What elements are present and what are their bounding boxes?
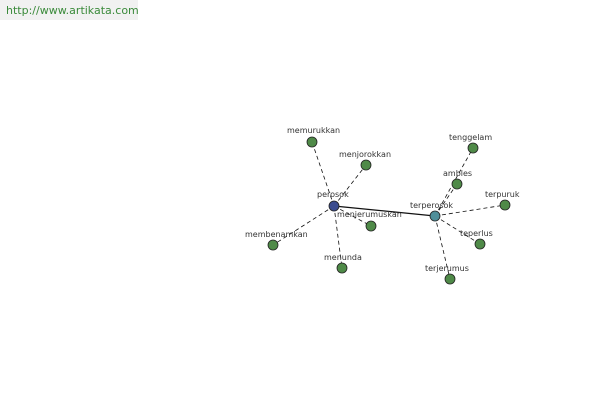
node-label-teperlus: teperlus — [460, 229, 493, 238]
node-terpuruk[interactable]: terpuruk — [485, 190, 520, 211]
node-label-menunda: menunda — [324, 253, 362, 262]
node-perosok[interactable]: perosok — [317, 190, 349, 212]
edge-terperosok-terjerumus — [434, 215, 451, 280]
edge-terperosok-ambles — [434, 183, 458, 217]
edge-perosok-memurukkan — [311, 141, 335, 207]
node-memurukkan[interactable]: memurukkan — [287, 126, 340, 148]
node-teperlus[interactable]: teperlus — [460, 229, 493, 250]
source-bar: http://www.artikata.com — [0, 0, 139, 20]
node-ambles[interactable]: ambles — [443, 169, 472, 190]
node-terjerumus[interactable]: terjerumus — [425, 264, 469, 285]
edge-perosok-menunda — [333, 205, 343, 269]
node-marker-menjorokkan[interactable] — [360, 159, 372, 171]
source-url-link[interactable]: http://www.artikata.com — [6, 4, 139, 17]
node-marker-memurukkan[interactable] — [306, 136, 318, 148]
edge-perosok-menjerumuskan — [333, 205, 372, 227]
node-label-terpuruk: terpuruk — [485, 190, 520, 199]
node-marker-menunda[interactable] — [336, 262, 348, 274]
node-tenggelam[interactable]: tenggelam — [449, 133, 492, 154]
edge-perosok-menjorokkan — [333, 164, 367, 207]
node-label-menjerumuskan: menjerumuskan — [337, 210, 402, 219]
node-label-memurukkan: memurukkan — [287, 126, 340, 135]
node-label-membenamkan: membenamkan — [245, 230, 308, 239]
node-label-terjerumus: terjerumus — [425, 264, 469, 273]
node-label-tenggelam: tenggelam — [449, 133, 492, 142]
node-marker-terjerumus[interactable] — [444, 273, 456, 285]
node-marker-perosok[interactable] — [328, 200, 340, 212]
edge-perosok-terperosok — [333, 205, 436, 217]
node-menjerumuskan[interactable]: menjerumuskan — [337, 210, 402, 232]
edge-terperosok-teperlus — [434, 215, 481, 245]
edges-layer — [272, 141, 506, 280]
node-label-perosok: perosok — [317, 190, 349, 199]
node-marker-ambles[interactable] — [451, 178, 463, 190]
node-label-ambles: ambles — [443, 169, 472, 178]
node-menunda[interactable]: menunda — [324, 253, 362, 274]
node-marker-tenggelam[interactable] — [467, 142, 479, 154]
node-label-terperosok: terperosok — [410, 201, 453, 210]
node-marker-menjerumuskan[interactable] — [365, 220, 377, 232]
nodes-layer: perosok terperosok memurukkan menjorokkan me… — [245, 126, 520, 285]
node-terperosok[interactable]: terperosok — [410, 201, 453, 222]
edge-perosok-membenamkan — [272, 205, 335, 246]
node-membenamkan[interactable]: membenamkan — [245, 230, 308, 251]
node-menjorokkan[interactable]: menjorokkan — [339, 150, 391, 171]
node-marker-terpuruk[interactable] — [499, 199, 511, 211]
node-marker-teperlus[interactable] — [474, 238, 486, 250]
node-marker-terperosok[interactable] — [429, 210, 441, 222]
edge-terperosok-terpuruk — [434, 204, 506, 217]
node-label-menjorokkan: menjorokkan — [339, 150, 391, 159]
node-marker-membenamkan[interactable] — [267, 239, 279, 251]
